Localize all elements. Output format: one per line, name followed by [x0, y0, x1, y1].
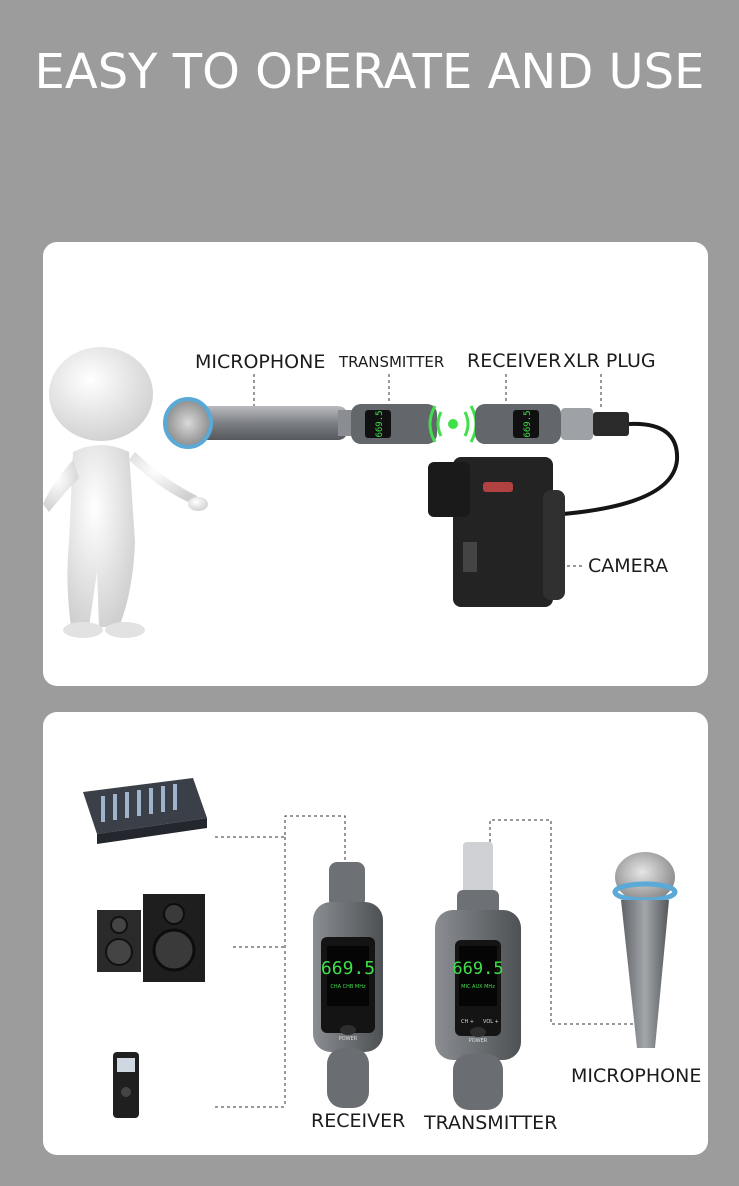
wireless-signal-icon — [428, 405, 478, 443]
label-microphone: MICROPHONE — [195, 351, 326, 373]
receiver-power-label: POWER — [339, 1036, 358, 1042]
speakers-graphic — [97, 894, 205, 982]
bottom-illustration: 669.5 CHA CHB MHz POWER 669.5 MIC AUX MH… — [83, 778, 678, 1118]
top-usage-panel: 669.5 669.5 — [43, 242, 708, 686]
voice-recorder-graphic — [113, 1052, 139, 1118]
label-xlr-plug: XLR PLUG — [563, 350, 656, 372]
connection-lines — [215, 815, 633, 1108]
xlr-plug-graphic — [561, 408, 680, 516]
transmitter-power-label: POWER — [469, 1038, 488, 1044]
label-transmitter: TRANSMITTER — [339, 353, 445, 371]
microphone-graphic — [163, 397, 352, 449]
label-microphone-bottom: MICROPHONE — [571, 1065, 702, 1087]
top-illustration: 669.5 669.5 — [43, 347, 680, 638]
transmitter-graphic: 669.5 — [351, 404, 437, 444]
bottom-usage-panel: 669.5 CHA CHB MHz POWER 669.5 MIC AUX MH… — [43, 712, 708, 1155]
headline: EASY TO OPERATE AND USE — [34, 44, 705, 100]
label-camera: CAMERA — [588, 555, 669, 577]
handheld-microphone — [612, 852, 678, 1048]
transmitter-lcd: 669.5 — [375, 410, 385, 437]
receiver-graphic: 669.5 — [475, 404, 561, 444]
audio-mixer-graphic — [83, 778, 207, 844]
receiver-lcd: 669.5 — [523, 410, 533, 437]
transmitter-device: 669.5 MIC AUX MHz CH + VOL + POWER — [435, 842, 521, 1110]
receiver-device: 669.5 CHA CHB MHz POWER — [313, 862, 383, 1108]
transmitter-channels: MIC AUX MHz — [461, 984, 495, 990]
receiver-frequency: 669.5 — [321, 958, 375, 979]
label-transmitter-bottom: TRANSMITTER — [424, 1112, 558, 1134]
receiver-channels: CHA CHB MHz — [330, 984, 366, 990]
transmitter-ch-label: CH + — [461, 1019, 474, 1025]
transmitter-vol-label: VOL + — [483, 1019, 499, 1025]
label-receiver-bottom: RECEIVER — [311, 1110, 406, 1132]
label-receiver: RECEIVER — [467, 350, 562, 372]
pointer-lines — [253, 374, 602, 567]
person-figure — [43, 347, 208, 638]
camera-graphic — [428, 457, 565, 607]
transmitter-frequency: 669.5 — [452, 959, 503, 979]
